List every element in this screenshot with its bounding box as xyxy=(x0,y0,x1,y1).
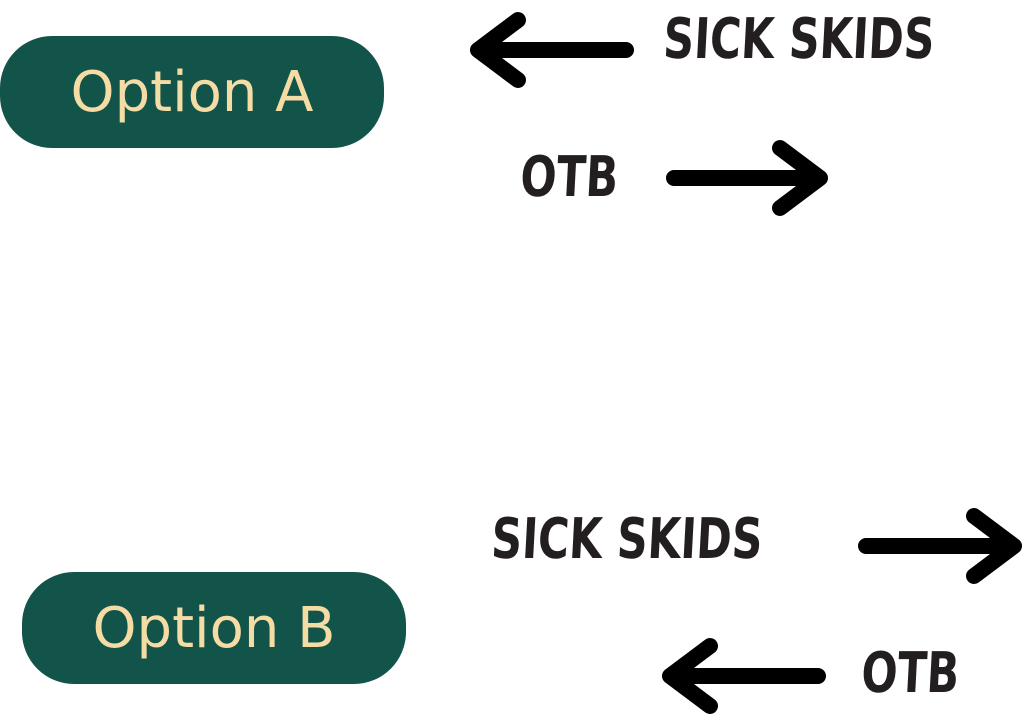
arrow-right-icon xyxy=(858,508,1022,584)
option-b-sick-skids-label: SICK SKIDS xyxy=(489,507,765,572)
option-b-pill: Option B xyxy=(22,572,406,684)
option-b-label: Option B xyxy=(92,595,336,661)
option-a-sick-skids-label: SICK SKIDS xyxy=(661,7,937,72)
option-a-pill: Option A xyxy=(0,36,384,148)
arrow-right-icon xyxy=(666,140,828,216)
option-a-label: Option A xyxy=(70,59,314,125)
option-a-otb-label: OTB xyxy=(518,145,620,210)
option-b-otb-label: OTB xyxy=(859,641,961,706)
arrow-left-icon xyxy=(470,12,634,88)
arrow-left-icon xyxy=(662,638,826,714)
